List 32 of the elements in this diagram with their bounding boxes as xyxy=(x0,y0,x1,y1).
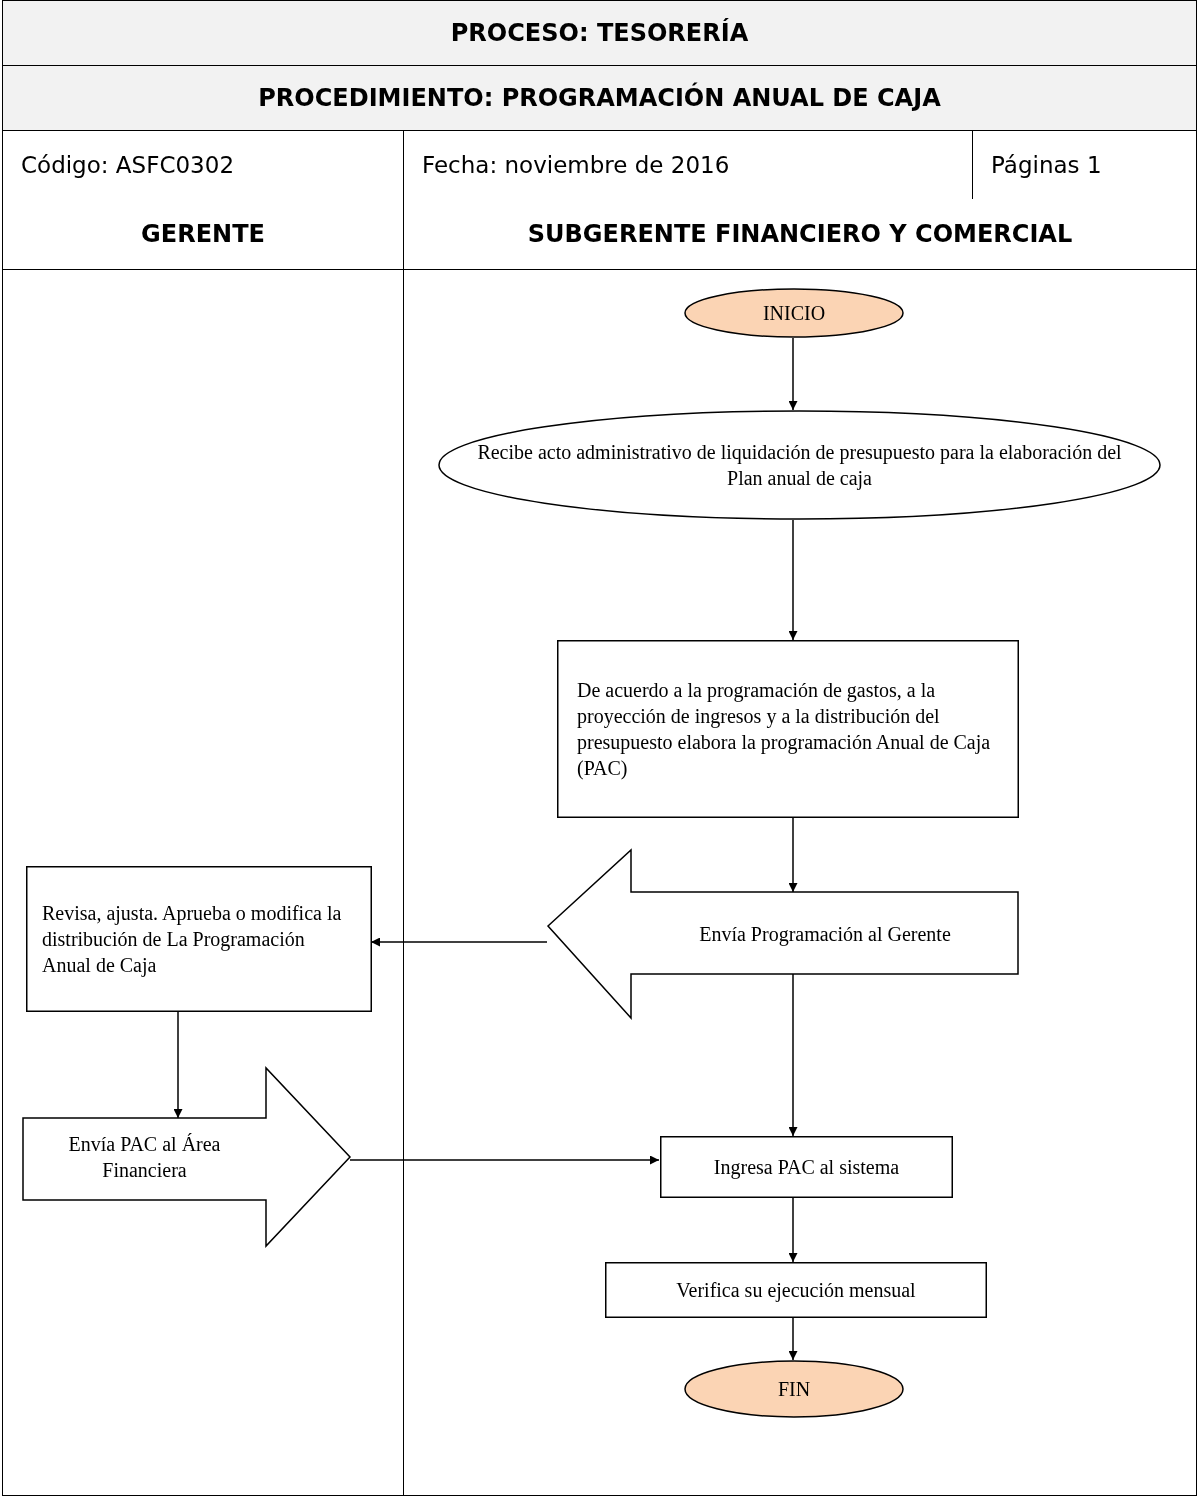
process-box xyxy=(660,1136,953,1198)
node-text: Ingresa PAC al sistema xyxy=(712,1155,901,1180)
node-text: INICIO xyxy=(761,301,827,326)
arrow xyxy=(788,519,798,641)
left-arrow-shape xyxy=(548,850,1019,1018)
process-box xyxy=(26,866,372,1012)
node-text: De acuerdo a la programación de gastos, a la proyección de ingresos y a la distribución del presupuesto elabora la programación Anual de Caja (PAC) xyxy=(576,678,992,781)
node-text: Recibe acto administrativo de liquidación de presupuesto para la elaboración del Plan anual de caja xyxy=(476,440,1123,491)
arrow xyxy=(173,1011,183,1119)
process-box xyxy=(605,1262,987,1318)
lane-heading: SUBGERENTE FINANCIERO Y COMERCIAL xyxy=(404,199,1196,270)
node-text: FIN xyxy=(776,1377,812,1402)
terminal-ellipse xyxy=(684,1360,904,1418)
arrow xyxy=(788,337,798,411)
right-arrow-shape xyxy=(23,1068,351,1246)
arrow xyxy=(788,817,798,893)
arrow xyxy=(788,1197,798,1263)
title-cell: PROCESO: TESORERÍA xyxy=(2,0,1197,66)
process-box xyxy=(557,640,1019,818)
swimlane xyxy=(2,199,404,1496)
swimlane xyxy=(403,199,1197,1496)
node-text: Revisa, ajusta. Aprueba o modifica la distribución de La Programación Anual de Caja xyxy=(41,901,343,978)
arrow xyxy=(349,1155,660,1165)
arrow xyxy=(788,1317,798,1361)
terminal-ellipse xyxy=(438,410,1161,520)
node-text: Envía Programación al Gerente xyxy=(698,922,952,947)
terminal-ellipse xyxy=(684,288,904,338)
node-text: Verifica su ejecución mensual xyxy=(675,1278,917,1303)
node-text: Envía PAC al Área Financiera xyxy=(67,1132,222,1183)
procedure-cell: PROCEDIMIENTO: PROGRAMACIÓN ANUAL DE CAJA xyxy=(2,65,1197,131)
arrow xyxy=(788,973,798,1137)
arrow xyxy=(370,937,548,947)
